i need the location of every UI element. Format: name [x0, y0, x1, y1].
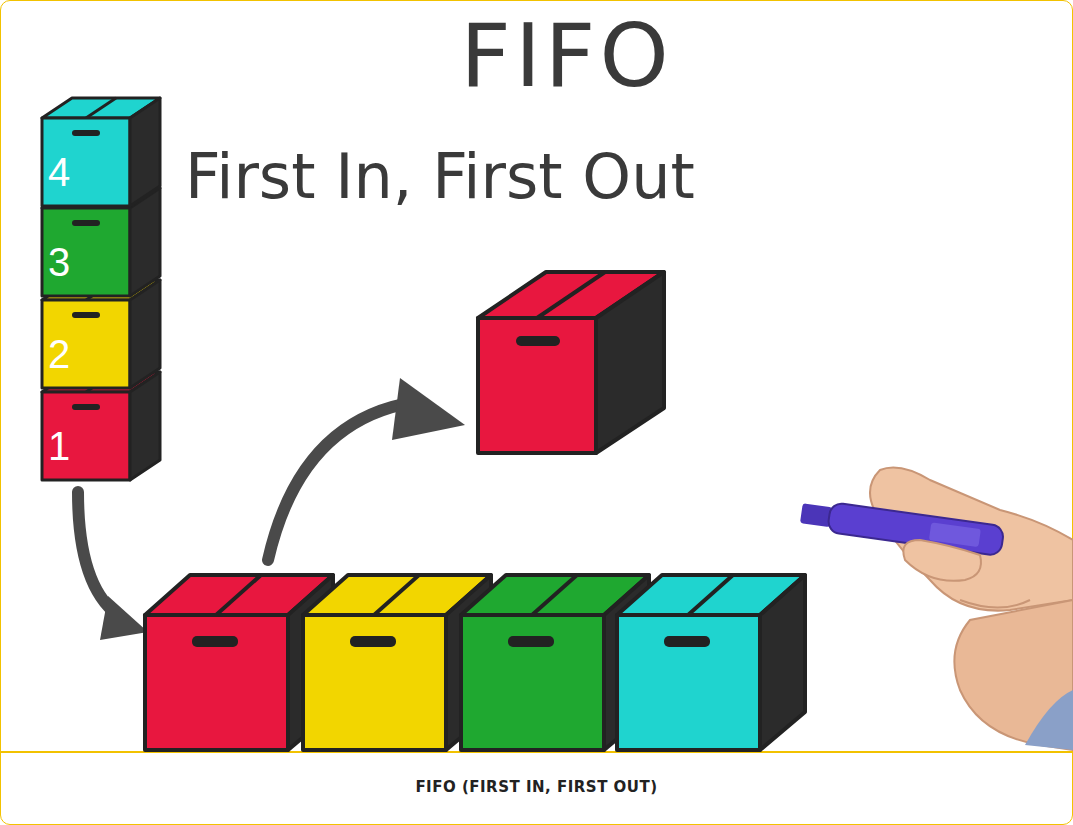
output-box [478, 272, 664, 453]
box-number: 3 [48, 242, 70, 282]
curved-arrow [78, 492, 148, 640]
hand-with-marker [799, 468, 1073, 750]
curved-arrow [268, 378, 465, 560]
box-number: 1 [48, 426, 70, 466]
box-number: 4 [48, 152, 70, 192]
stacked-box: 4 [40, 96, 162, 208]
box-number: 2 [48, 334, 70, 374]
diagram-title: FIFO [0, 8, 1073, 105]
subtitle-label: First In, First Out [185, 140, 695, 214]
figure-caption: FIFO (FIRST IN, FIRST OUT) [0, 778, 1073, 796]
queue-box [617, 575, 805, 750]
